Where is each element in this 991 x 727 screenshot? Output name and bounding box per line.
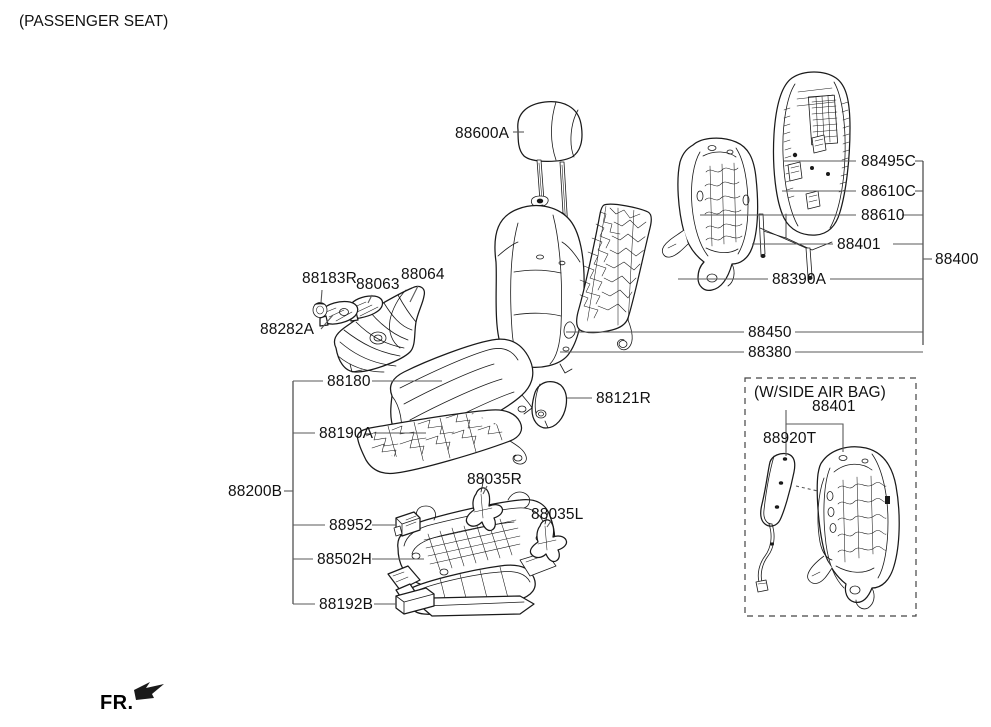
callout-88180: 88180 bbox=[327, 373, 371, 390]
callout-88064: 88064 bbox=[401, 266, 445, 283]
front-direction-label: FR. bbox=[100, 692, 134, 714]
cushion-heater-pad bbox=[356, 409, 527, 475]
seat-back-frame-left bbox=[662, 137, 759, 292]
callout-88183R: 88183R bbox=[302, 270, 357, 287]
leader-lines bbox=[284, 131, 932, 605]
callout-88121R: 88121R bbox=[596, 390, 651, 407]
callout-88952: 88952 bbox=[329, 517, 373, 534]
callout-88190A: 88190A bbox=[319, 425, 374, 442]
inset-callout-88920T: 88920T bbox=[763, 430, 817, 447]
side-airbag-inset-title: (W/SIDE AIR BAG) bbox=[754, 384, 886, 401]
front-direction-arrow bbox=[134, 682, 164, 700]
callout-88035L: 88035L bbox=[531, 506, 584, 523]
pivot-cap bbox=[312, 302, 328, 318]
callout-88495C: 88495C bbox=[861, 153, 916, 170]
seat-back-panel bbox=[758, 71, 851, 280]
inset-callout-88401: 88401 bbox=[812, 398, 856, 415]
callout-88192B: 88192B bbox=[319, 596, 374, 613]
callout-88610C: 88610C bbox=[861, 183, 916, 200]
callout-88502H: 88502H bbox=[317, 551, 372, 568]
callout-88401: 88401 bbox=[837, 236, 881, 253]
bracket-88035L bbox=[529, 511, 568, 563]
callout-88282A: 88282A bbox=[260, 321, 315, 338]
airbag-module-88920T bbox=[755, 452, 823, 593]
side-cover-88121R bbox=[531, 380, 568, 429]
seat-back-frame-inset bbox=[807, 446, 900, 610]
page-title: (PASSENGER SEAT) bbox=[19, 13, 169, 30]
cover-88192B bbox=[395, 587, 435, 615]
side-airbag-inset-artwork bbox=[744, 377, 917, 617]
side-trim-cover bbox=[333, 285, 426, 373]
callout-88063: 88063 bbox=[356, 276, 400, 293]
callout-88200B: 88200B bbox=[228, 483, 283, 500]
callout-88390A: 88390A bbox=[772, 271, 827, 288]
callout-88600A: 88600A bbox=[455, 125, 510, 142]
callout-88400: 88400 bbox=[935, 251, 979, 268]
connector-88952 bbox=[393, 511, 421, 537]
callout-88610: 88610 bbox=[861, 207, 905, 224]
bracket-88035R bbox=[465, 477, 504, 532]
callout-88450: 88450 bbox=[748, 324, 792, 341]
callout-88035R: 88035R bbox=[467, 471, 522, 488]
cushion-frame bbox=[387, 491, 557, 617]
back-heater-pad bbox=[576, 203, 652, 351]
callout-88380: 88380 bbox=[748, 344, 792, 361]
